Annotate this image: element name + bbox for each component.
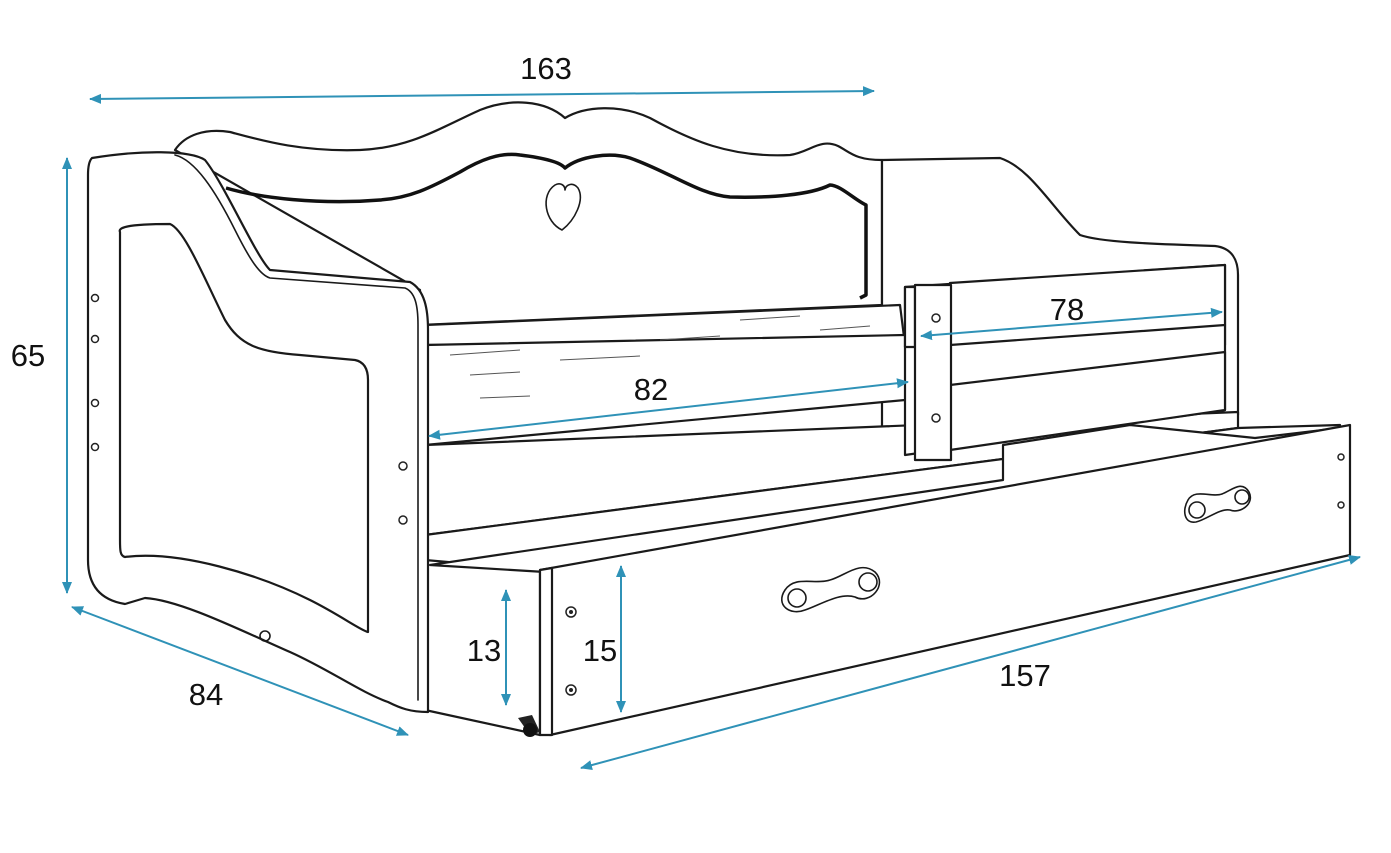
label-sleeping-area-width: 82 — [634, 372, 668, 407]
dim-line-depth — [71, 606, 409, 736]
dim-line-guard-rail — [920, 307, 1223, 341]
castor-wheel-icon — [518, 715, 540, 737]
label-depth: 84 — [189, 677, 223, 712]
dimension-lines — [62, 86, 1361, 770]
dim-line-sleeping-width — [428, 378, 909, 440]
label-guard-rail-length: 78 — [1050, 292, 1084, 327]
label-total-height: 65 — [11, 338, 45, 373]
label-drawer-front-height: 15 — [583, 633, 617, 668]
backrest-panel — [173, 101, 884, 327]
screw-icon — [90, 293, 408, 525]
heart-icon — [545, 183, 582, 231]
dim-line-drawer-length — [580, 555, 1361, 770]
label-drawer-length: 157 — [999, 658, 1051, 693]
dimension-labels: 163 65 84 78 82 13 15 157 — [11, 51, 1084, 712]
label-total-length: 163 — [520, 51, 572, 86]
drawer-handle-icon — [1183, 485, 1252, 523]
screw-icon — [565, 453, 1345, 696]
left-headboard — [86, 151, 430, 714]
dim-line-total-length — [89, 86, 875, 104]
label-drawer-inner-height: 13 — [467, 633, 501, 668]
